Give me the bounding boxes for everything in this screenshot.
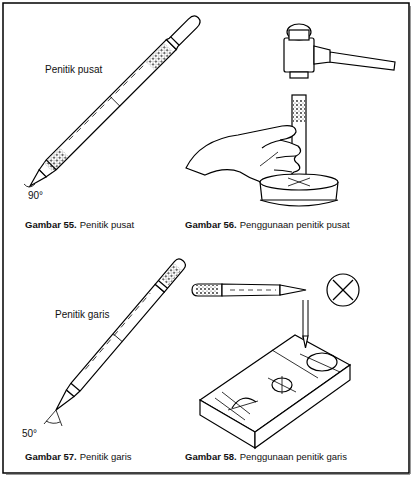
caption-number: Gambar 55. [25,220,77,230]
angle-label: 50° [22,428,37,439]
caption-number: Gambar 57. [25,452,77,462]
angle-label: 90° [28,190,43,201]
part-name: Penitik pusat [45,64,102,75]
caption-text: Penggunaan penitik pusat [240,220,350,230]
part-name: Penitik garis [55,309,109,320]
caption-text: Penggunaan penitik garis [240,452,347,462]
caption-text: Penitik pusat [80,220,134,230]
caption-number: Gambar 58. [185,452,237,462]
caption-number: Gambar 56. [185,220,237,230]
caption-text: Penitik garis [80,452,132,462]
